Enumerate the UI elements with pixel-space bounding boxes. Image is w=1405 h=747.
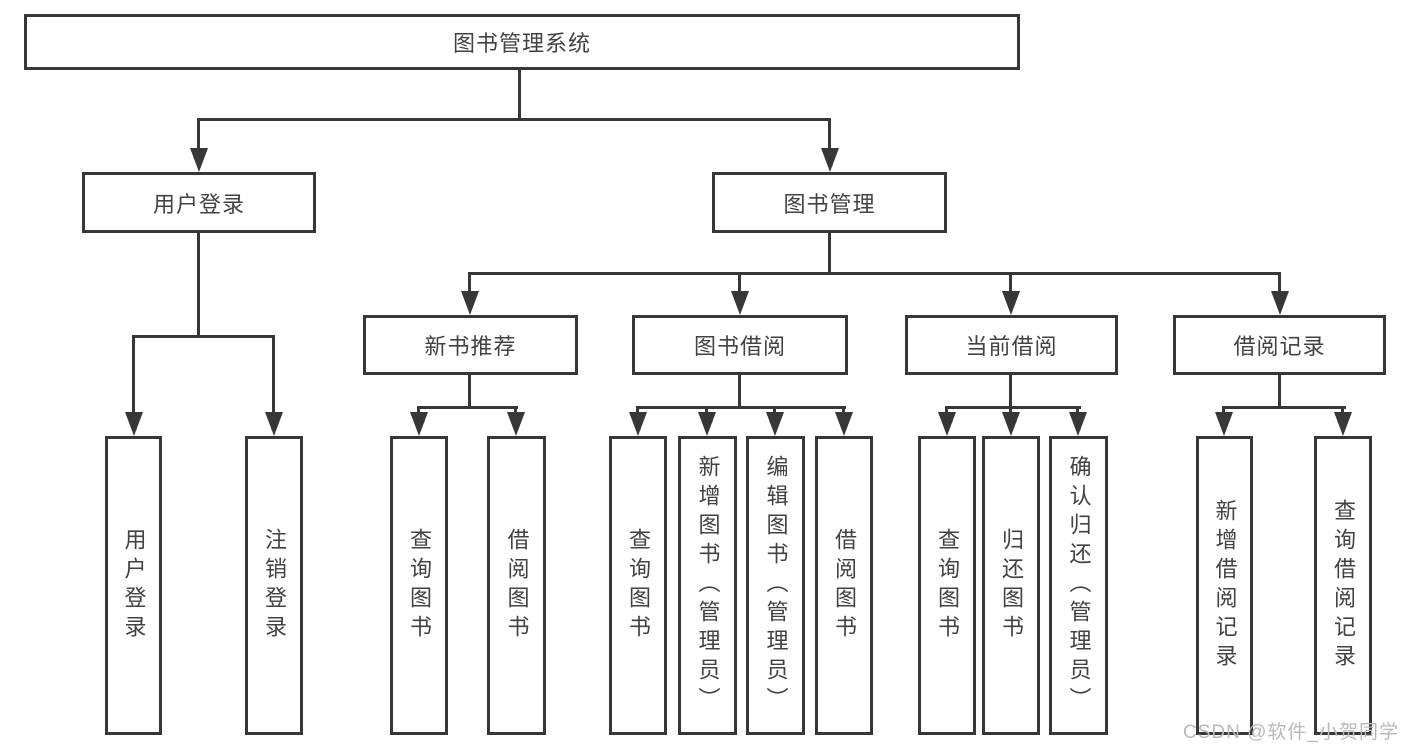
arrowhead-down-icon xyxy=(766,412,784,436)
arrowhead-down-icon xyxy=(125,412,143,436)
leaf-logout-label: 注销登录 xyxy=(262,527,287,644)
connector-line xyxy=(514,406,517,414)
leaf-borrow-edit-admin: 编辑图书（管理员） xyxy=(746,436,805,735)
node-borrow-records: 借阅记录 xyxy=(1173,315,1386,375)
leaf-user-login-label: 用户登录 xyxy=(121,527,147,644)
leaf-current-query: 查询图书 xyxy=(918,436,976,735)
arrowhead-down-icon xyxy=(1271,291,1289,315)
connector-line xyxy=(197,118,200,149)
arrowhead-down-icon xyxy=(1069,412,1087,436)
arrowhead-down-icon xyxy=(1002,412,1020,436)
leaf-borrow-edit-admin-label: 编辑图书（管理员） xyxy=(763,455,789,716)
arrowhead-down-icon xyxy=(410,412,428,436)
arrowhead-down-icon xyxy=(629,412,647,436)
leaf-borrow-add-admin-label: 新增图书（管理员） xyxy=(695,455,721,716)
node-library-system-label: 图书管理系统 xyxy=(452,31,591,56)
connector-line xyxy=(738,272,741,293)
arrowhead-down-icon xyxy=(938,412,956,436)
connector-line xyxy=(1222,406,1346,409)
leaf-newbooks-borrow-label: 借阅图书 xyxy=(504,527,530,644)
connector-line xyxy=(518,70,521,119)
node-user-login-label: 用户登录 xyxy=(152,191,245,217)
leaf-current-confirm-admin-label: 确认归还（管理员） xyxy=(1066,455,1092,716)
leaf-newbooks-borrow: 借阅图书 xyxy=(487,436,546,735)
node-library-system: 图书管理系统 xyxy=(24,14,1020,70)
connector-line xyxy=(1009,272,1012,293)
arrowhead-down-icon xyxy=(1334,412,1352,436)
arrowhead-down-icon xyxy=(731,291,749,315)
connector-line xyxy=(1009,375,1012,409)
node-book-management: 图书管理 xyxy=(712,172,947,233)
connector-line xyxy=(1278,375,1281,409)
node-user-login: 用户登录 xyxy=(82,172,316,233)
leaf-current-return: 归还图书 xyxy=(982,436,1040,735)
node-book-borrow-label: 图书借阅 xyxy=(693,334,786,359)
connector-line xyxy=(1278,272,1281,293)
arrowhead-down-icon xyxy=(835,412,853,436)
connector-line xyxy=(468,272,471,293)
node-book-borrow: 图书借阅 xyxy=(632,315,848,375)
leaf-current-confirm-admin: 确认归还（管理员） xyxy=(1049,436,1108,735)
connector-line xyxy=(272,335,275,414)
connector-line xyxy=(417,406,420,414)
leaf-records-query: 查询借阅记录 xyxy=(1314,436,1372,735)
csdn-watermark: CSDN @软件_小贺同学 xyxy=(1183,722,1399,743)
leaf-newbooks-query-label: 查询图书 xyxy=(407,527,432,644)
node-current-borrow-label: 当前借阅 xyxy=(965,334,1058,359)
connector-line xyxy=(828,118,831,149)
arrowhead-down-icon xyxy=(265,412,283,436)
leaf-newbooks-query: 查询图书 xyxy=(390,436,448,735)
leaf-borrow-borrow-label: 借阅图书 xyxy=(832,527,857,644)
leaf-current-return-label: 归还图书 xyxy=(999,527,1024,644)
connector-line xyxy=(636,406,846,409)
leaf-borrow-query: 查询图书 xyxy=(609,436,667,735)
connector-line xyxy=(738,375,741,409)
connector-line xyxy=(636,406,639,414)
connector-line xyxy=(773,406,776,414)
node-borrow-records-label: 借阅记录 xyxy=(1233,334,1326,359)
connector-line xyxy=(197,118,831,121)
node-new-book-recommend-label: 新书推荐 xyxy=(424,334,517,359)
leaf-user-login: 用户登录 xyxy=(105,436,162,735)
node-current-borrow: 当前借阅 xyxy=(905,315,1118,375)
connector-line xyxy=(469,272,1281,275)
leaf-current-query-label: 查询图书 xyxy=(935,527,960,644)
connector-line xyxy=(1076,406,1079,414)
connector-line xyxy=(1222,406,1225,414)
connector-line xyxy=(197,233,200,338)
connector-line xyxy=(828,233,831,275)
leaf-logout: 注销登录 xyxy=(245,436,303,735)
leaf-borrow-borrow: 借阅图书 xyxy=(815,436,873,735)
leaf-borrow-add-admin: 新增图书（管理员） xyxy=(678,436,737,735)
leaf-records-query-label: 查询借阅记录 xyxy=(1331,498,1356,673)
connector-line xyxy=(1341,406,1344,414)
arrowhead-down-icon xyxy=(190,148,208,172)
connector-line xyxy=(132,335,135,414)
connector-line xyxy=(945,406,948,414)
node-new-book-recommend: 新书推荐 xyxy=(363,315,578,375)
connector-line xyxy=(468,375,471,409)
connector-line xyxy=(417,406,518,409)
arrowhead-down-icon xyxy=(821,148,839,172)
arrowhead-down-icon xyxy=(461,291,479,315)
node-book-management-label: 图书管理 xyxy=(783,191,876,217)
leaf-records-add-label: 新增借阅记录 xyxy=(1212,498,1238,673)
arrowhead-down-icon xyxy=(1002,291,1020,315)
connector-line xyxy=(1009,406,1012,414)
leaf-records-add: 新增借阅记录 xyxy=(1196,436,1253,735)
arrowhead-down-icon xyxy=(1215,412,1233,436)
connector-line xyxy=(842,406,845,414)
connector-line xyxy=(132,335,275,338)
leaf-borrow-query-label: 查询图书 xyxy=(626,527,651,644)
arrowhead-down-icon xyxy=(698,412,716,436)
arrowhead-down-icon xyxy=(507,412,525,436)
connector-line xyxy=(705,406,708,414)
connector-line xyxy=(945,406,1081,409)
